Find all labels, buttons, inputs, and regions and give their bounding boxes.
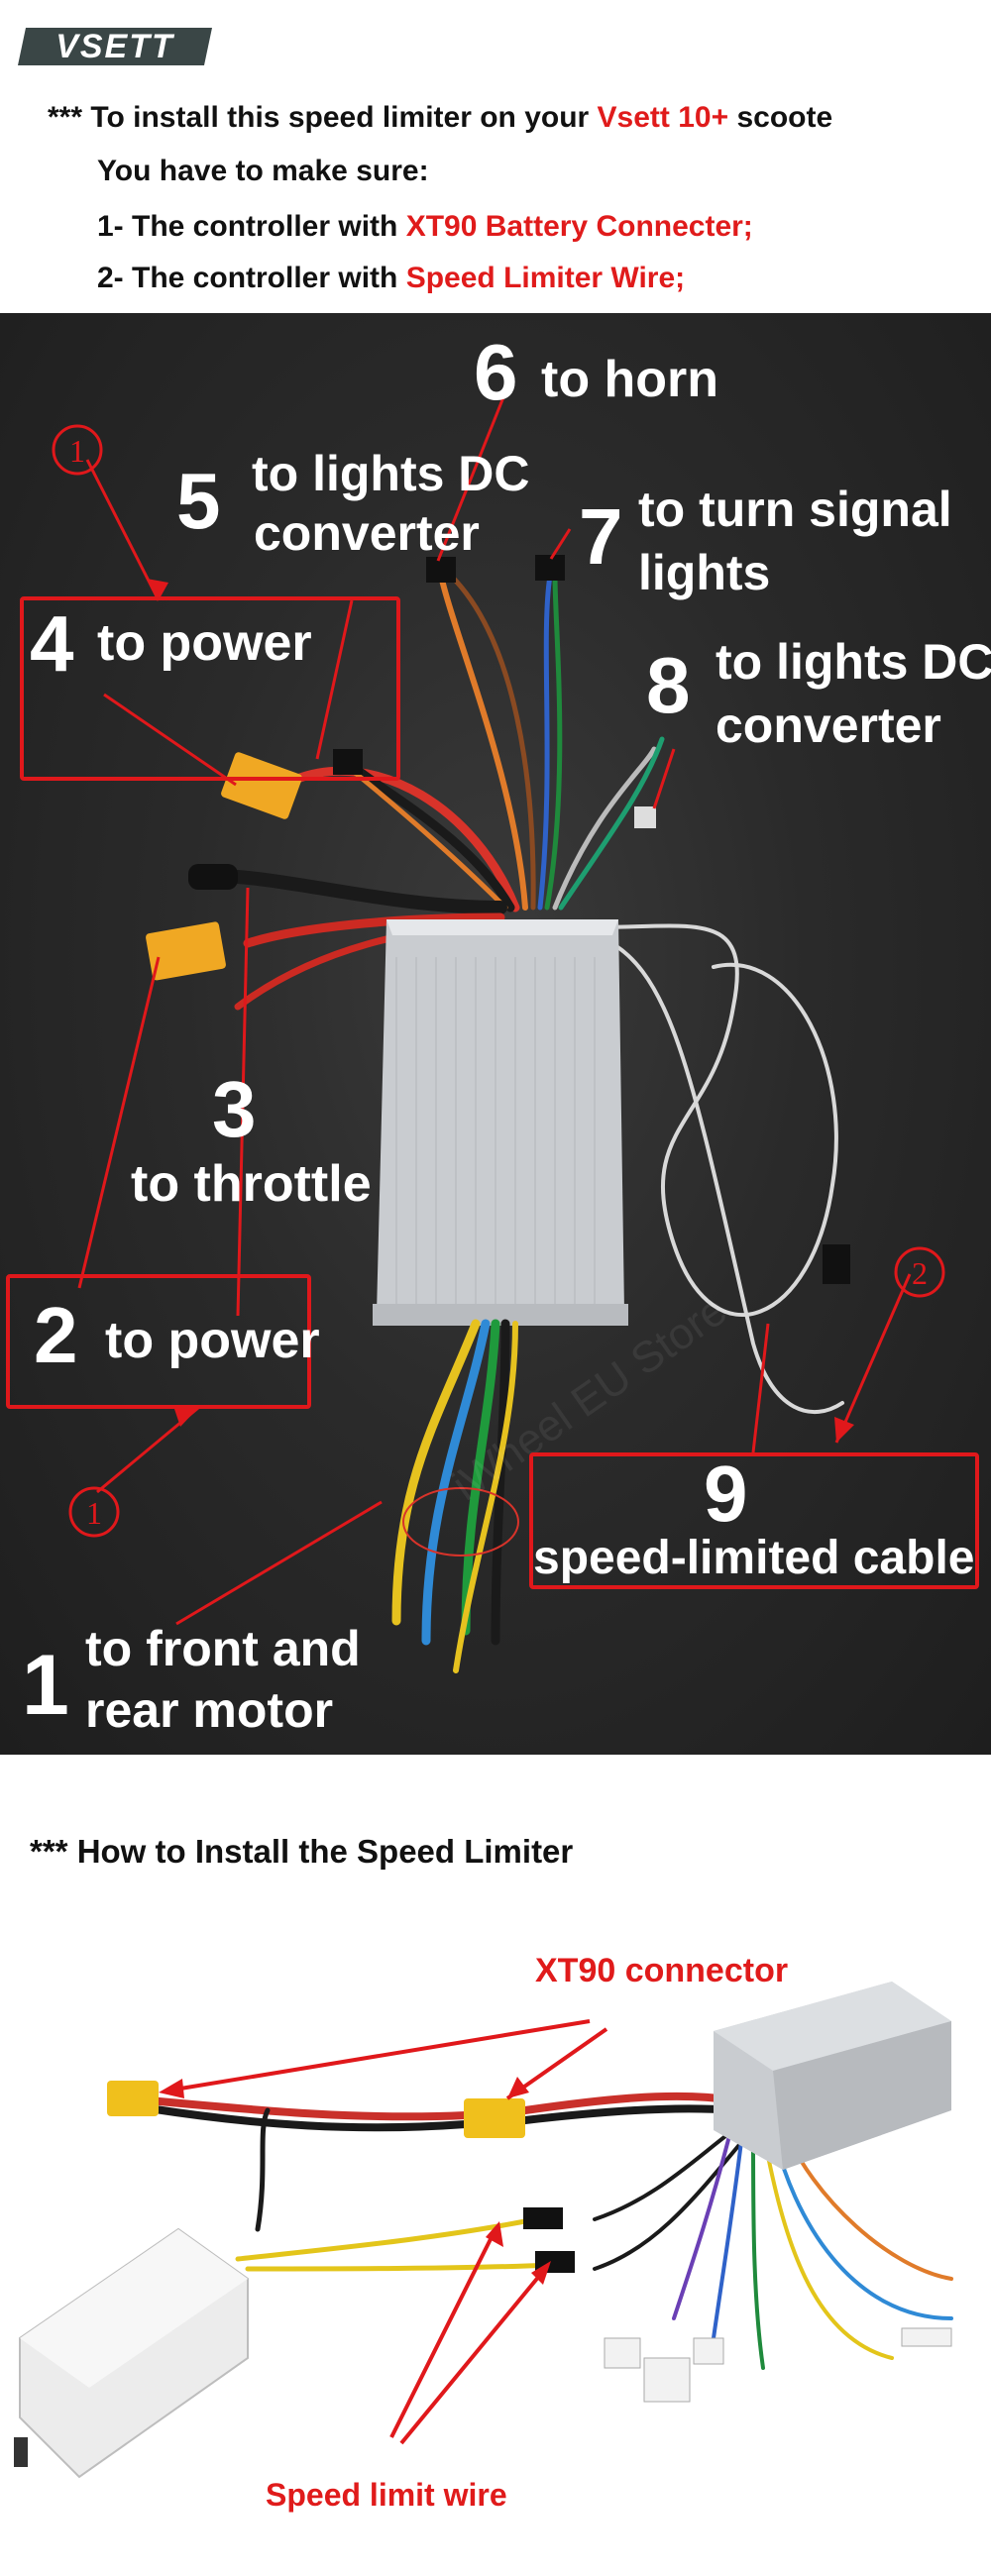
label-7-text-line2: lights [638, 545, 771, 600]
label-4-number: 4 [30, 599, 74, 688]
label-1-number: 1 [22, 1638, 69, 1733]
intro-brand: Vsett 10+ [597, 101, 729, 134]
logo-text: VSETT [55, 28, 175, 65]
wiring-illustration: 1 1 2 iWheel EU Store [52, 391, 945, 1673]
req2-highlight: Speed Limiter Wire; [405, 262, 686, 294]
label-8-number: 8 [646, 641, 691, 729]
label-3-text: to throttle [131, 1155, 372, 1213]
power-box-bottom [6, 1274, 311, 1409]
white-plug-4 [901, 2327, 952, 2347]
req1-prefix: 1- The controller with [97, 210, 406, 243]
white-plug-1 [604, 2337, 641, 2369]
label-1-text-line2: rear motor [85, 1682, 334, 1738]
wiring-diagram-photo: 1 1 2 iWheel EU Store 6 to horn 5 to lig… [0, 313, 991, 1755]
label-3-number: 3 [212, 1065, 257, 1153]
xt90-connector-left [146, 921, 226, 981]
install-heading: *** How to Install the Speed Limiter [30, 1833, 574, 1870]
install-illustration [14, 1982, 953, 2479]
plug-6 [426, 557, 456, 583]
annotation-arrows [77, 391, 912, 1626]
speed-cable-box [529, 1452, 979, 1589]
label-2-number: 2 [34, 1291, 78, 1379]
motor-wires [391, 1319, 518, 1673]
label-8-text-line2: converter [716, 698, 941, 753]
requirement-1: 1- The controller with XT90 Battery Conn… [97, 210, 753, 244]
label-7-number: 7 [579, 492, 623, 581]
white-plug-2 [643, 2357, 691, 2403]
xt90-connector-middle [464, 2098, 525, 2138]
label-5-text-line2: converter [254, 505, 480, 561]
vsett-logo: VSETT [18, 24, 216, 69]
circle-mark-top-left: 1 [69, 433, 85, 469]
label-5-text-line1: to lights DC [252, 446, 530, 501]
label-4-text: to power [97, 614, 312, 672]
requirement-2: 2- The controller with Speed Limiter Wir… [97, 262, 685, 295]
speed-limiter-module [14, 2227, 249, 2479]
power-box-top [20, 596, 400, 781]
speed-limit-plug-1 [523, 2207, 563, 2229]
label-9-text: speed-limited cable [533, 1532, 975, 1584]
circle-marks [52, 424, 945, 1538]
xt90-connector-top [221, 752, 302, 819]
req2-prefix: 2- The controller with [97, 262, 406, 294]
xt90-connector-label: XT90 connector [535, 1952, 789, 1989]
intro-line: *** To install this speed limiter on you… [48, 101, 832, 135]
plug-8 [634, 806, 656, 828]
plug-5 [333, 749, 363, 775]
circle-mark-bottom-left: 1 [86, 1495, 102, 1531]
arrow-heads [147, 579, 854, 1443]
xt90-connector-left [107, 2081, 159, 2116]
label-1-text-line1: to front and [85, 1621, 361, 1676]
label-2-text: to power [105, 1312, 320, 1369]
install-arrows [167, 2019, 608, 2445]
install-controller-box [714, 1982, 951, 2170]
label-8-text-line1: to lights DC [716, 634, 991, 690]
label-6-number: 6 [474, 328, 518, 416]
req1-highlight: XT90 Battery Connecter; [405, 210, 753, 243]
speed-limit-plug [823, 1244, 850, 1284]
label-6-text: to horn [541, 351, 719, 408]
plug-7 [535, 555, 565, 581]
label-7-text-line1: to turn signal [638, 482, 952, 537]
intro-suffix: scoote [728, 101, 833, 134]
throttle-plug [188, 864, 238, 890]
circle-mark-right: 2 [912, 1255, 928, 1291]
controller-box [373, 919, 628, 1326]
label-9-number: 9 [704, 1449, 748, 1538]
speed-limit-wire-label: Speed limit wire [266, 2477, 507, 2513]
make-sure-text: You have to make sure: [97, 155, 429, 187]
label-5-number: 5 [176, 457, 221, 545]
intro-prefix: *** To install this speed limiter on you… [48, 101, 598, 134]
white-plug-3 [693, 2337, 724, 2365]
